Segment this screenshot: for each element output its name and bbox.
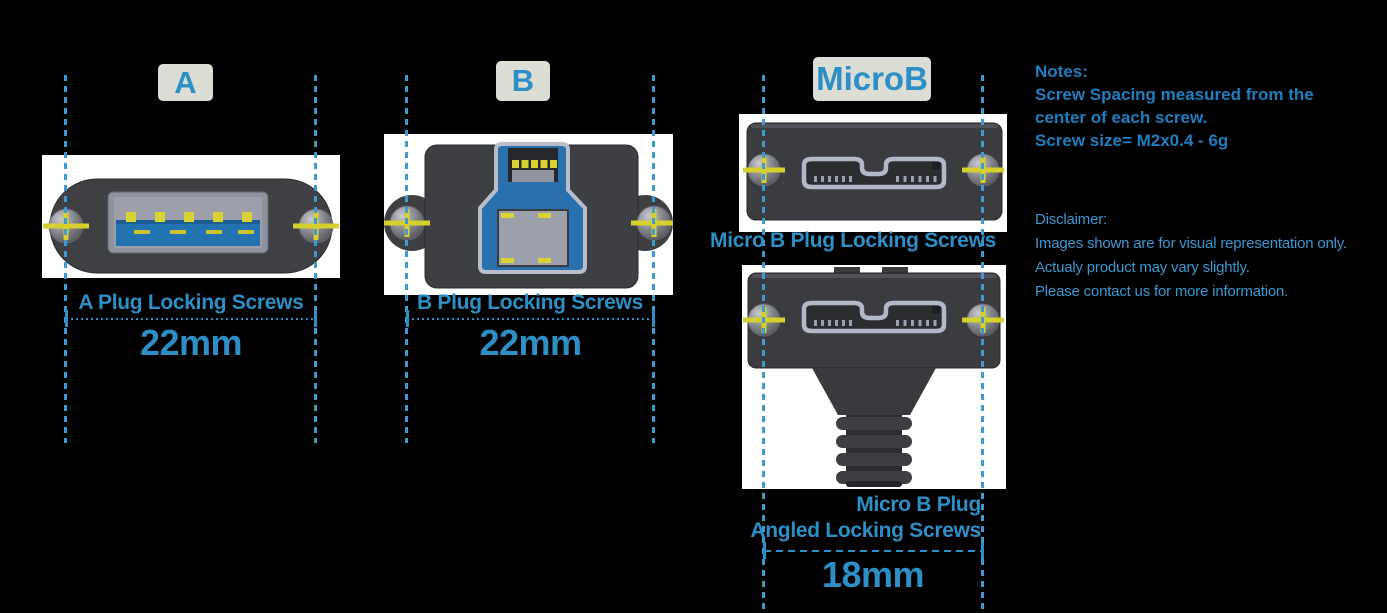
label-a-text: A	[174, 64, 197, 100]
caption-a: A Plug Locking Screws	[78, 291, 304, 314]
micro-b-receptacle	[801, 300, 947, 334]
caption-microb-angled: Micro B Plug Angled Locking Screws	[741, 492, 981, 544]
caption-b: B Plug Locking Screws	[417, 291, 643, 314]
spacing-value-microb: 18mm	[821, 554, 925, 595]
micro-b-receptacle	[801, 156, 947, 190]
spacing-value-a: 22mm	[139, 322, 243, 363]
caption-microb-straight: Micro B Plug Locking Screws	[710, 229, 996, 252]
usb-b-receptacle	[478, 142, 587, 274]
disclaimer-title: Disclaimer:	[1035, 211, 1107, 228]
disclaimer-line: Actualy product may vary slightly.	[1035, 259, 1250, 276]
notes-line: Screw size= M2x0.4 - 6g	[1035, 131, 1229, 150]
guide-line-b-left	[405, 75, 408, 443]
micro-b-connector-image	[739, 114, 1007, 232]
guide-line-a-right	[314, 75, 317, 443]
usb-a-receptacle	[107, 191, 269, 254]
measure-line-b	[406, 310, 655, 327]
notes-line: Screw Spacing measured from the	[1035, 85, 1314, 104]
disclaimer-line: Please contact us for more information.	[1035, 283, 1289, 300]
label-box-b: B	[496, 61, 550, 101]
notes-line: center of each screw.	[1035, 108, 1208, 127]
measure-line-a	[65, 310, 317, 327]
guide-line-a-left	[64, 75, 67, 443]
notes-block: Notes: Screw Spacing measured from the c…	[1035, 60, 1387, 152]
caption-microb-angled-line2: Angled Locking Screws	[750, 519, 981, 542]
measure-line-microb	[763, 542, 984, 559]
notes-title: Notes:	[1035, 62, 1088, 81]
micro-b-angled-connector-image	[742, 265, 1006, 489]
usb-a-connector-image	[42, 155, 340, 278]
caption-microb-angled-line1: Micro B Plug	[856, 493, 981, 516]
label-box-a: A	[158, 64, 213, 101]
strain-relief-boot	[836, 415, 912, 487]
label-b-text: B	[511, 63, 535, 98]
disclaimer-line: Images shown are for visual representati…	[1035, 235, 1347, 252]
guide-line-b-right	[652, 75, 655, 443]
usb-a-plate-drawing	[43, 178, 339, 274]
usb-b-connector-image	[384, 134, 673, 295]
guide-line-microb-left	[762, 75, 765, 613]
spacing-value-b: 22mm	[479, 322, 582, 363]
micro-b-plate-drawing	[743, 122, 1004, 221]
disclaimer-block: Disclaimer: Images shown are for visual …	[1035, 208, 1387, 304]
label-box-microb: MicroB	[813, 57, 931, 101]
usb-b-plate-drawing	[384, 142, 673, 289]
cable-funnel	[812, 368, 936, 415]
guide-line-microb-right	[981, 75, 984, 613]
label-microb-text: MicroB	[816, 60, 928, 97]
micro-b-angled-drawing	[743, 267, 1004, 487]
